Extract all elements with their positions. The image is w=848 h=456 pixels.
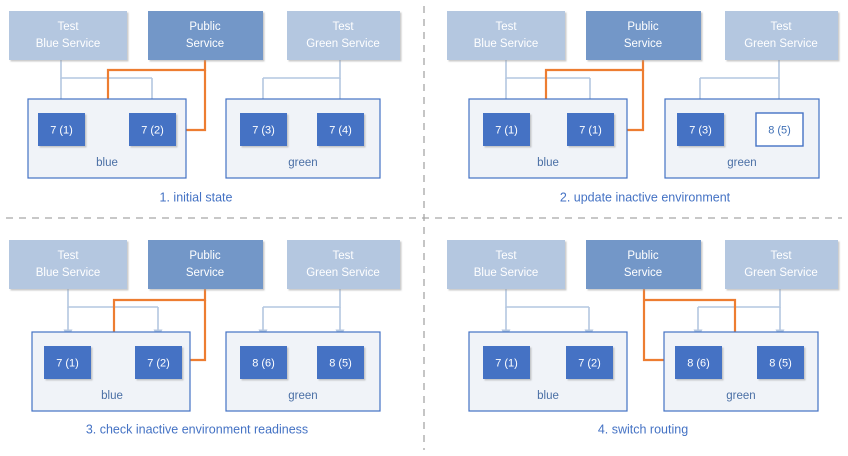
panel-3: Test Blue Service Public Service Test Gr… — [9, 240, 400, 436]
p3-test-green-connector — [258, 289, 345, 339]
p4-public-line1: Public — [627, 250, 659, 262]
p4-test-blue-line2: Blue Service — [474, 267, 539, 279]
p3-env-green: 8 (6) 8 (5) green — [225, 331, 381, 412]
p1-public-line1: Public — [189, 21, 221, 33]
p3-green-node-0-label: 8 (6) — [252, 357, 275, 369]
p4-test-green-line2: Green Service — [744, 267, 818, 279]
p3-blue-node-0-label: 7 (1) — [56, 357, 79, 369]
p1-green-node-1[interactable]: 7 (4) — [317, 113, 364, 146]
p3-service-public[interactable]: Public Service — [148, 240, 263, 289]
p1-blue-node-0[interactable]: 7 (1) — [38, 113, 85, 146]
p4-blue-node-0-label: 7 (1) — [495, 357, 518, 369]
p1-env-blue: 7 (1) 7 (2) blue — [27, 98, 187, 179]
p4-service-test-green[interactable]: Test Green Service — [725, 240, 838, 289]
p2-service-test-green[interactable]: Test Green Service — [725, 11, 838, 60]
p3-service-test-blue[interactable]: Test Blue Service — [9, 240, 127, 289]
p3-blue-node-1-label: 7 (2) — [147, 357, 170, 369]
p3-green-node-1[interactable]: 8 (5) — [317, 346, 364, 379]
p1-env-blue-label: blue — [96, 157, 118, 169]
p3-test-blue-line1: Test — [57, 250, 79, 262]
p2-green-node-1[interactable]: 8 (5) — [755, 112, 804, 147]
p1-green-node-0-label: 7 (3) — [252, 124, 275, 136]
p4-test-blue-connector — [501, 289, 594, 339]
p3-env-blue: 7 (1) 7 (2) blue — [31, 331, 191, 412]
p4-env-green-label: green — [726, 390, 755, 402]
p2-green-node-1-label: 8 (5) — [768, 124, 791, 136]
p3-service-test-green[interactable]: Test Green Service — [287, 240, 400, 289]
p2-blue-node-1[interactable]: 7 (1) — [567, 113, 614, 146]
panel-4: Test Blue Service Public Service Test Gr… — [447, 240, 838, 436]
p1-service-test-green[interactable]: Test Green Service — [287, 11, 400, 60]
p2-blue-node-0-label: 7 (1) — [495, 124, 518, 136]
p3-public-line2: Service — [186, 267, 224, 279]
p1-test-green-line2: Green Service — [306, 38, 380, 50]
p4-test-green-connector — [693, 289, 785, 339]
p4-test-green-line1: Test — [770, 250, 792, 262]
p3-test-green-line1: Test — [332, 250, 354, 262]
p4-env-blue-label: blue — [537, 390, 559, 402]
p3-green-node-0[interactable]: 8 (6) — [240, 346, 287, 379]
p2-env-blue: 7 (1) 7 (1) blue — [468, 98, 628, 179]
panel-2: Test Blue Service Public Service Test Gr… — [447, 11, 838, 204]
p4-blue-node-1-label: 7 (2) — [578, 357, 601, 369]
p4-service-public[interactable]: Public Service — [586, 240, 701, 289]
p2-service-public[interactable]: Public Service — [586, 11, 701, 60]
p4-blue-node-1[interactable]: 7 (2) — [566, 346, 613, 379]
p1-service-public[interactable]: Public Service — [148, 11, 263, 60]
p2-public-line1: Public — [627, 21, 659, 33]
p2-blue-node-1-label: 7 (1) — [579, 124, 602, 136]
p3-test-green-line2: Green Service — [306, 267, 380, 279]
p1-green-node-0[interactable]: 7 (3) — [240, 113, 287, 146]
p3-public-line1: Public — [189, 250, 221, 262]
p4-green-node-0[interactable]: 8 (6) — [675, 346, 722, 379]
p4-green-node-0-label: 8 (6) — [687, 357, 710, 369]
p1-green-node-1-label: 7 (4) — [329, 124, 352, 136]
p3-test-blue-line2: Blue Service — [36, 267, 101, 279]
p1-caption: 1. initial state — [160, 190, 233, 204]
p3-blue-node-1[interactable]: 7 (2) — [135, 346, 182, 379]
p4-blue-node-0[interactable]: 7 (1) — [483, 346, 530, 379]
p1-test-blue-line1: Test — [57, 21, 79, 33]
p2-public-line2: Service — [624, 38, 662, 50]
p2-caption: 2. update inactive environment — [560, 190, 731, 204]
p4-env-green: 8 (6) 8 (5) green — [663, 331, 819, 412]
p4-env-blue: 7 (1) 7 (2) blue — [468, 331, 628, 412]
p2-green-node-0[interactable]: 7 (3) — [677, 113, 724, 146]
p1-public-line2: Service — [186, 38, 224, 50]
p3-green-node-1-label: 8 (5) — [329, 357, 352, 369]
p2-test-green-line1: Test — [770, 21, 792, 33]
p1-blue-node-1-label: 7 (2) — [141, 124, 164, 136]
p2-env-green: 7 (3) 8 (5) green — [664, 98, 820, 179]
p1-service-test-blue[interactable]: Test Blue Service — [9, 11, 127, 60]
p3-env-green-label: green — [288, 390, 317, 402]
p1-test-green-line1: Test — [332, 21, 354, 33]
p4-test-blue-line1: Test — [495, 250, 517, 262]
panel-1: Test Blue Service Public Service Test Gr… — [9, 11, 400, 204]
p2-green-node-0-label: 7 (3) — [689, 124, 712, 136]
p3-caption: 3. check inactive environment readiness — [86, 422, 308, 436]
p3-blue-node-0[interactable]: 7 (1) — [44, 346, 91, 379]
p1-test-blue-line2: Blue Service — [36, 38, 101, 50]
p4-service-test-blue[interactable]: Test Blue Service — [447, 240, 565, 289]
p4-green-node-1[interactable]: 8 (5) — [757, 346, 804, 379]
p1-env-green: 7 (3) 7 (4) green — [225, 98, 381, 179]
p1-blue-node-1[interactable]: 7 (2) — [129, 113, 176, 146]
p2-test-blue-line1: Test — [495, 21, 517, 33]
panel-dividers — [6, 6, 842, 450]
p2-blue-node-0[interactable]: 7 (1) — [483, 113, 530, 146]
p2-test-blue-line2: Blue Service — [474, 38, 539, 50]
p2-env-blue-label: blue — [537, 157, 559, 169]
p3-env-blue-label: blue — [101, 390, 123, 402]
p4-green-node-1-label: 8 (5) — [769, 357, 792, 369]
p4-public-line2: Service — [624, 267, 662, 279]
p1-env-green-label: green — [288, 157, 317, 169]
p2-env-green-label: green — [727, 157, 756, 169]
p1-blue-node-0-label: 7 (1) — [50, 124, 73, 136]
p2-test-green-line2: Green Service — [744, 38, 818, 50]
p2-service-test-blue[interactable]: Test Blue Service — [447, 11, 565, 60]
p4-caption: 4. switch routing — [598, 422, 688, 436]
